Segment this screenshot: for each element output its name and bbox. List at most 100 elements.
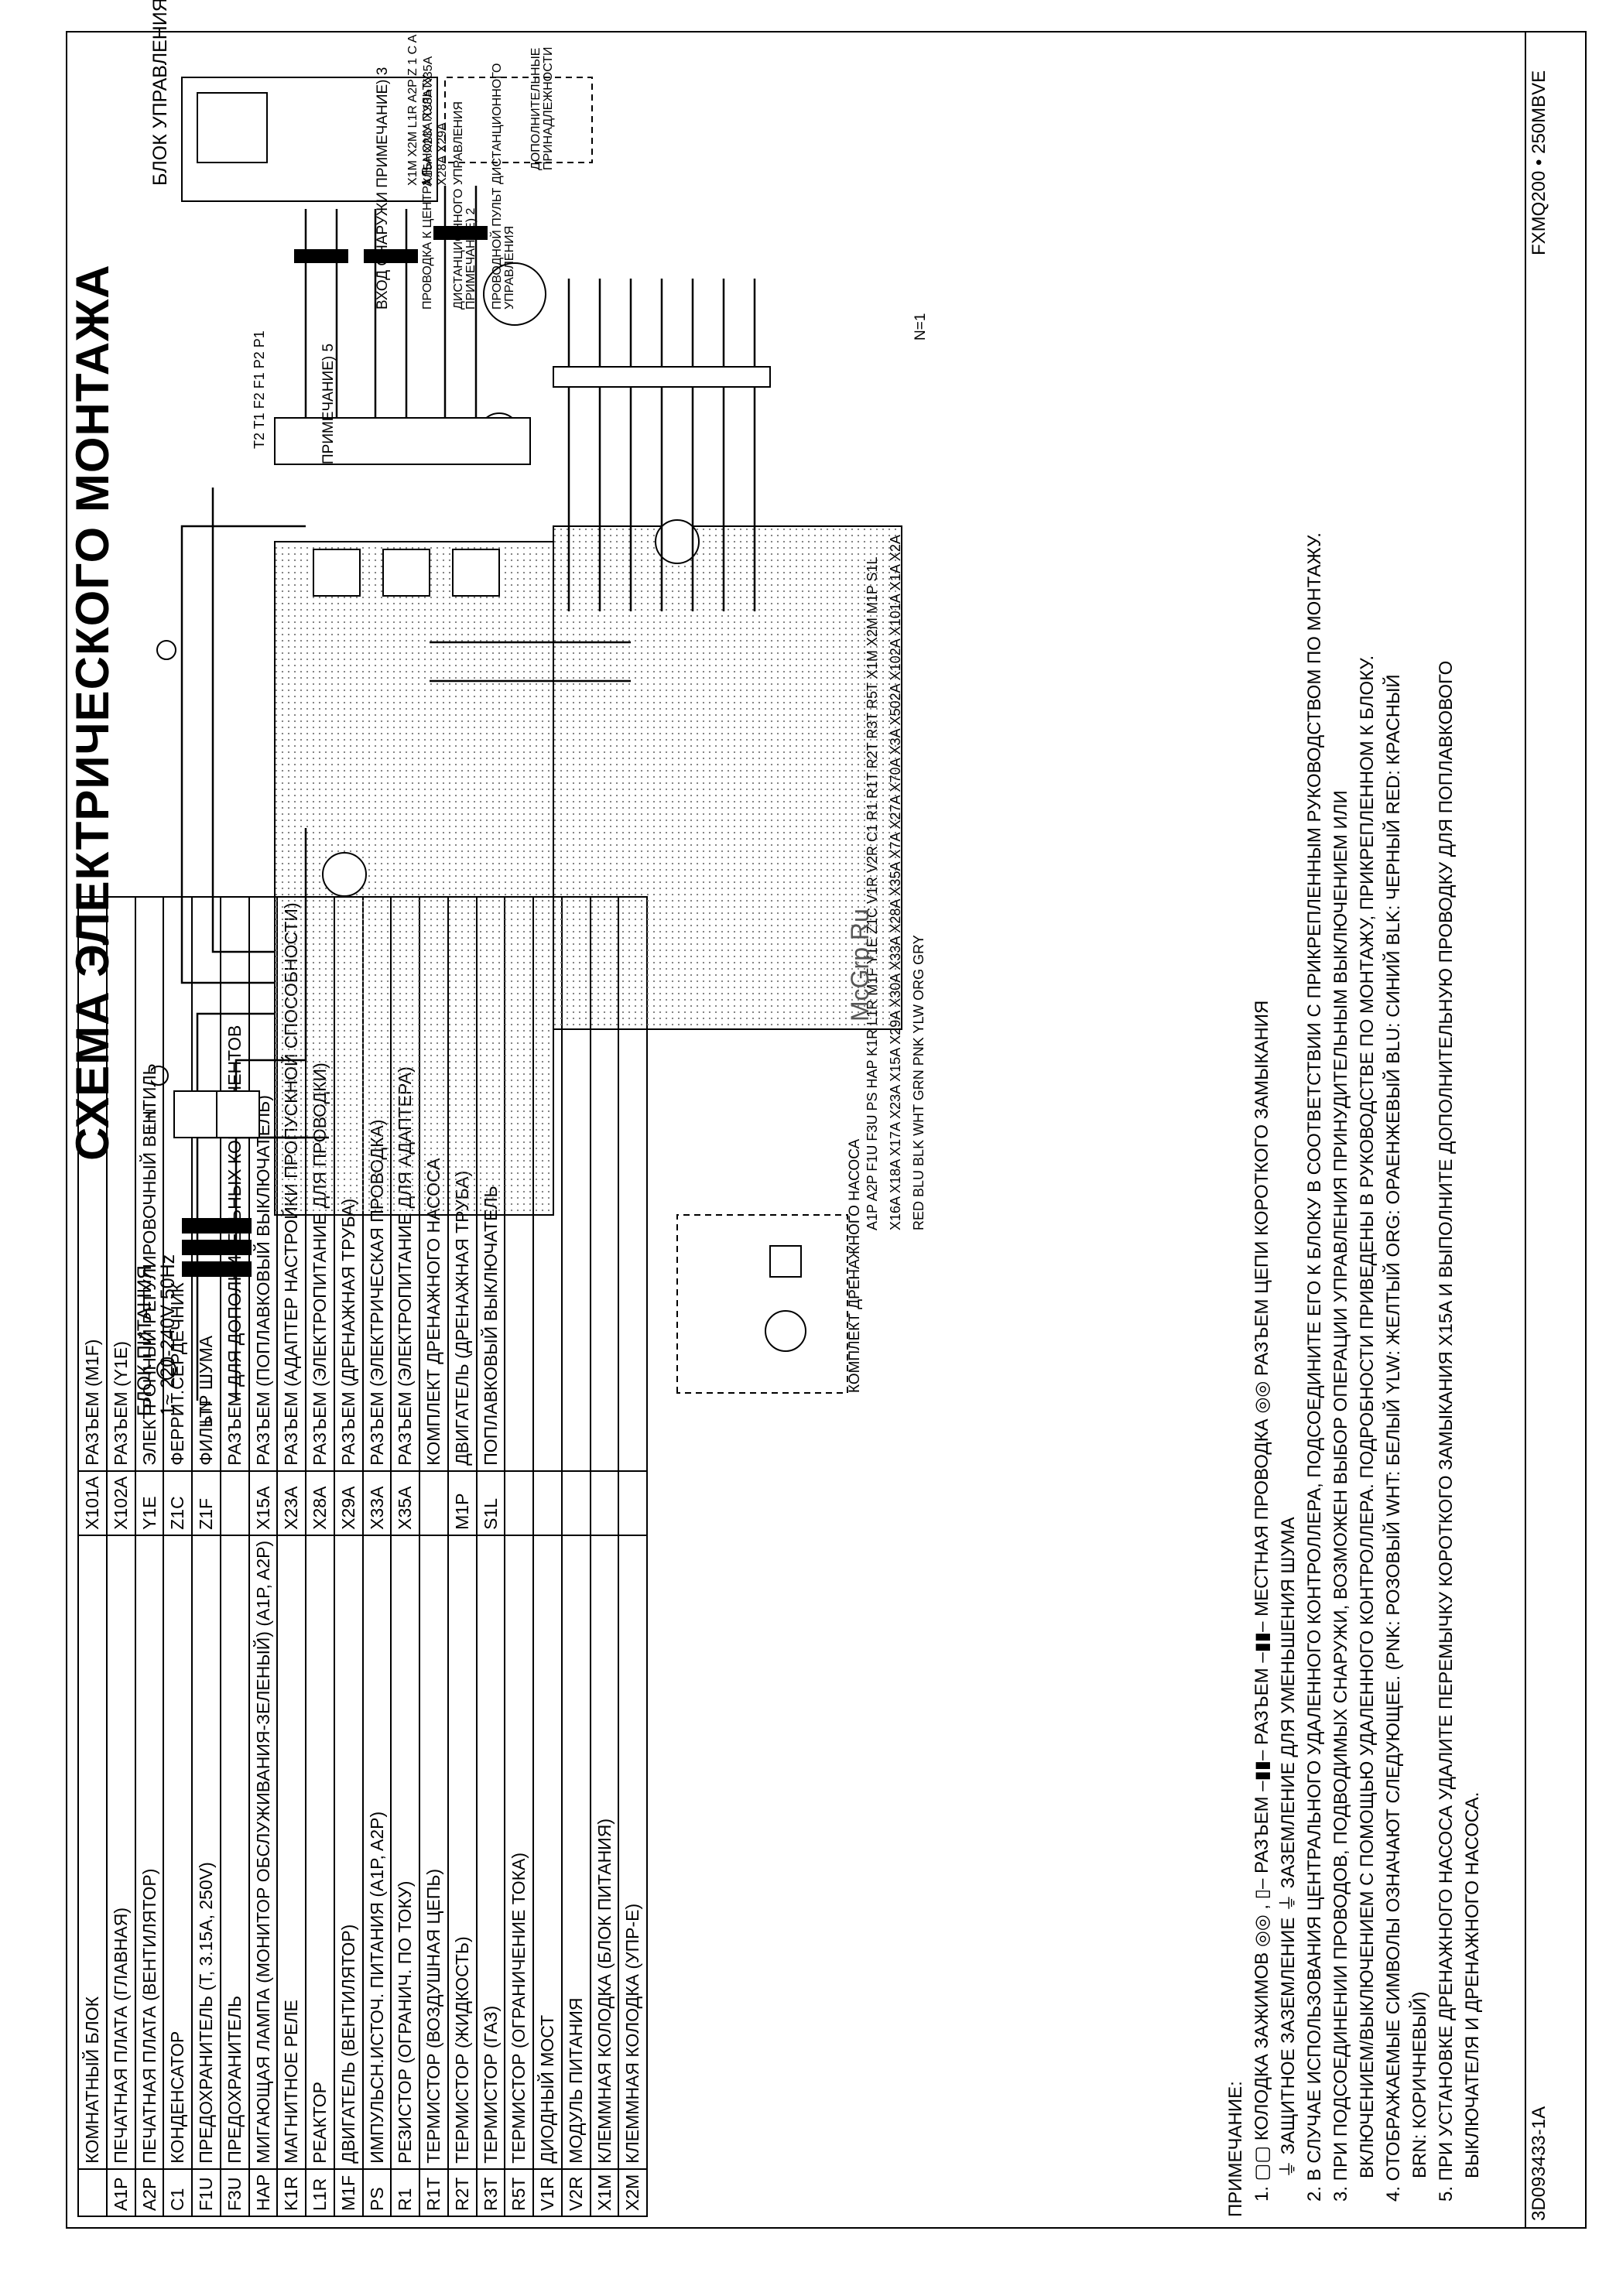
note-line: ⏚ ЗАЩИТНОЕ ЗАЗЕМЛЕНИЕ ⏚ ЗАЗЕМЛЕНИЕ ДЛЯ У… xyxy=(1278,1517,1299,2178)
component-label: R3T xyxy=(864,708,880,739)
ctrl-term-labels: X1M X2M L1R A2P Z 1 C A 1 P xyxy=(406,36,433,186)
connector-labels: X16A X18A X17A X23A X15A X29A X30A X33A … xyxy=(888,535,903,1230)
legend-code: C1 xyxy=(163,2168,192,2216)
connector-label: X27A xyxy=(888,792,903,830)
note-line: ВКЛЮЧЕНИЕМ/ВЫКЛЮЧЕНИЕМ С ПОМОЩЬЮ УДАЛЕНН… xyxy=(1357,655,1378,2178)
ctrl-term: C xyxy=(406,43,419,55)
legend-code: R1 xyxy=(391,2168,419,2216)
connector-label: X102A xyxy=(888,635,903,681)
x2m-terminal: T2 xyxy=(252,429,267,449)
board-a2p xyxy=(553,525,902,1030)
doc-code-right: FXMQ200 • 250MBVE xyxy=(1529,70,1549,255)
legend-desc: ДВИГАТЕЛЬ (ВЕНТИЛЯТОР) xyxy=(334,1535,363,2169)
ctrl-term: 1 xyxy=(420,175,433,186)
component-label: F1U xyxy=(864,1141,880,1172)
pump-motor-m1p xyxy=(765,1310,806,1352)
legend-code xyxy=(561,1470,591,1535)
wire-color-label: PNK xyxy=(911,1033,926,1066)
wire-color-label: ORG xyxy=(911,964,926,1001)
ferrite-z1c xyxy=(553,366,771,388)
component-label: R2T xyxy=(864,738,880,769)
connector-label: X17A xyxy=(888,1118,903,1156)
legend-code: X2M xyxy=(618,2168,647,2216)
wire-color-label: WHT xyxy=(911,1100,926,1136)
component-label: X2M xyxy=(864,614,880,647)
ctrl-term: P xyxy=(420,166,433,176)
connector-label: X7A xyxy=(888,829,903,859)
mains-wiring xyxy=(180,488,631,1401)
note-line: 1. ▢▢ КОЛОДКА ЗАЖИМОВ ◎◎ , ▯– РАЗЪЕМ –▮▮… xyxy=(1251,1000,1272,2202)
control-block-label: БЛОК УПРАВЛЕНИЯ xyxy=(149,0,171,186)
component-label: R1 xyxy=(864,798,880,820)
power-spec-label: 1~ 220-240V 50Hz xyxy=(157,1254,179,1416)
legend-code: X28A xyxy=(306,1470,334,1535)
legend-desc: МОДУЛЬ ПИТАНИЯ xyxy=(561,1535,591,2169)
float-switch-s1l xyxy=(769,1245,802,1278)
ctrl-term: 1 xyxy=(406,54,419,65)
mains-cluster: L N xyxy=(197,1401,215,1424)
note5-ref-label: ПРИМЕЧАНИЕ) 5 xyxy=(320,343,337,464)
connector-label: X502A xyxy=(888,680,903,726)
component-label: X1M xyxy=(864,646,880,679)
legend-desc: ТЕРМИСТОР (ВОЗДУШНАЯ ЦЕПЬ) xyxy=(419,1535,448,2169)
power-block-label: БЛОК ПИТАНИЯ xyxy=(134,1265,156,1416)
legend-code: X29A xyxy=(334,1470,363,1535)
legend-code: S1L xyxy=(476,1470,505,1535)
legend-code: X23A xyxy=(277,1470,306,1535)
legend-code: M1F xyxy=(334,2168,363,2216)
outside-input-label: ВХОД СНАРУЖИ ПРИМЕЧАНИЕ) 3 xyxy=(375,67,391,310)
legend-code: A1P xyxy=(106,2168,135,2216)
legend-desc: ПЕЧАТНАЯ ПЛАТА (ГЛАВНАЯ) xyxy=(106,1535,135,2169)
x2m-terminal: P2 xyxy=(252,347,267,369)
x1m-terminal: N xyxy=(143,1108,159,1119)
legend-code: R5T xyxy=(505,2168,533,2216)
drain-kit-label: КОМПЛЕКТ ДРЕНАЖНОГО НАСОСА xyxy=(847,1138,863,1393)
note-line: 5. ПРИ УСТАНОВКЕ ДРЕНАЖНОГО НАСОСА УДАЛИ… xyxy=(1436,660,1457,2202)
watermark: McGrp.Ru xyxy=(846,908,874,1021)
connector-label: X101A xyxy=(888,590,903,636)
legend-code: HAP xyxy=(248,2168,278,2216)
legend-code: F3U xyxy=(220,2168,249,2216)
component-label: A2P xyxy=(864,1171,880,1202)
connector-label: X16A xyxy=(888,1192,903,1230)
legend-code: X35A xyxy=(391,1470,419,1535)
connector-label: X70A xyxy=(888,754,903,792)
connector-label: X2A xyxy=(888,535,903,562)
connector-label: X28A xyxy=(888,895,903,933)
legend-code: R1T xyxy=(419,2168,448,2216)
note-line: ВЫКЛЮЧАТЕЛЯ И ДРЕНАЖНОГО НАСОСА. xyxy=(1462,1791,1483,2178)
doc-code-left: 3D093433-1A xyxy=(1529,2106,1549,2221)
legend-code: X15A xyxy=(248,1470,278,1535)
connector-label: X33A xyxy=(888,932,903,970)
connector-label-cluster: X16A X18A X17A X23A X15A X29A X30A X33A … xyxy=(886,302,905,1230)
component-label: M1P xyxy=(864,581,880,614)
ps-a1p xyxy=(322,852,367,897)
legend-desc: ТЕРМИСТОР (ЖИДКОСТЬ) xyxy=(447,1535,477,2169)
component-labels: A1P A2P F1U F3U PS HAP K1R L1R M1F Y1E Z… xyxy=(864,556,880,1230)
legend-desc: КОМНАТНЫЙ БЛОК xyxy=(78,1535,107,2169)
legend-code xyxy=(419,1470,448,1535)
legend-code: R3T xyxy=(476,2168,505,2216)
legend-code: X102A xyxy=(106,1470,135,1535)
component-label: V1R xyxy=(864,873,880,905)
legend-desc: МАГНИТНОЕ РЕЛЕ xyxy=(277,1535,306,2169)
x1m-terminal: L xyxy=(143,1118,159,1130)
connector-label: X3A xyxy=(888,725,903,755)
ctrl-term: Z xyxy=(406,64,419,76)
ctrl-term: X1M xyxy=(406,156,419,186)
note-line: BRN: КОРИЧНЕВЫЙ) xyxy=(1409,1991,1430,2178)
connector-label: X15A xyxy=(888,1044,903,1082)
ctrl-term: A xyxy=(406,35,419,43)
legend-code xyxy=(505,1470,533,1535)
component-label: C1 xyxy=(864,820,880,842)
connector-label: X1A xyxy=(888,561,903,591)
legend-desc: ТЕРМИСТОР (ГАЗ) xyxy=(476,1535,505,2169)
component-label: R1T xyxy=(864,768,880,799)
legend-desc: МИГАЮЩАЯ ЛАМПА (МОНИТОР ОБСЛУЖИВАНИЯ-ЗЕЛ… xyxy=(248,1535,278,2169)
legend-code: X33A xyxy=(362,1470,392,1535)
legend-code xyxy=(78,2168,107,2216)
x2m-terminal: T1 xyxy=(252,409,267,429)
mains-labels: L N xyxy=(197,1401,214,1424)
